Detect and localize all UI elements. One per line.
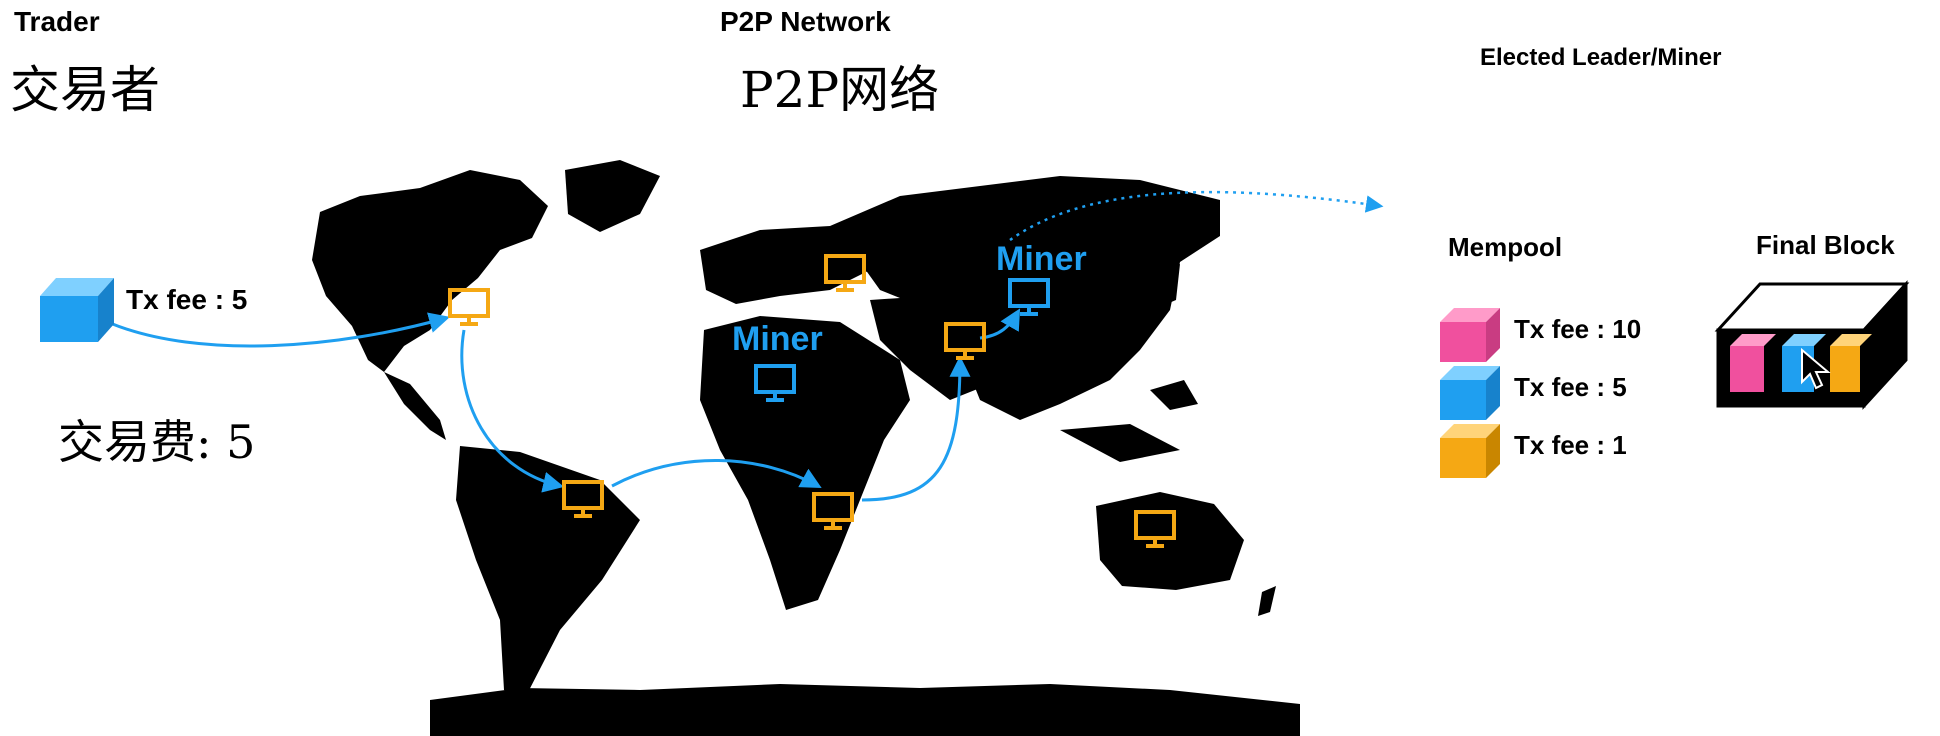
- leader-arrow: [1009, 190, 1384, 242]
- trader-fee-label-zh: 交易费: 5: [58, 415, 256, 469]
- mempool-cube-orange: [1440, 424, 1500, 478]
- miner-label-asia: Miner: [996, 240, 1087, 278]
- final-block-title: Final Block: [1756, 230, 1895, 260]
- leader-title: Elected Leader/Miner: [1480, 44, 1722, 71]
- network-title: P2P Network: [720, 6, 891, 37]
- final-block-box: [1714, 280, 1910, 410]
- mempool-item-label: Tx fee : 10: [1514, 314, 1642, 344]
- trader-fee-label: Tx fee : 5: [126, 284, 248, 315]
- network-title-zh: P2P网络: [740, 61, 940, 119]
- na-to-sa-arrow: [460, 329, 565, 493]
- trader-title: Trader: [14, 6, 100, 37]
- trader-title-zh: 交易者: [10, 61, 160, 119]
- miner-label-africa: Miner: [732, 320, 823, 358]
- trader-tx-cube: [40, 278, 114, 342]
- africa-to-asia-arrow: [861, 355, 971, 502]
- mempool-cube-blue: [1440, 366, 1500, 420]
- cursor-icon: [1801, 347, 1831, 390]
- mempool-item-label: Tx fee : 1: [1514, 430, 1627, 460]
- mempool-item-label: Tx fee : 5: [1514, 372, 1627, 402]
- mempool-cube-pink: [1440, 308, 1500, 362]
- world-map: [312, 160, 1300, 736]
- sa-to-africa-arrow: [611, 459, 822, 489]
- trader-to-node-arrow: [109, 312, 451, 348]
- mempool-title: Mempool: [1448, 232, 1563, 262]
